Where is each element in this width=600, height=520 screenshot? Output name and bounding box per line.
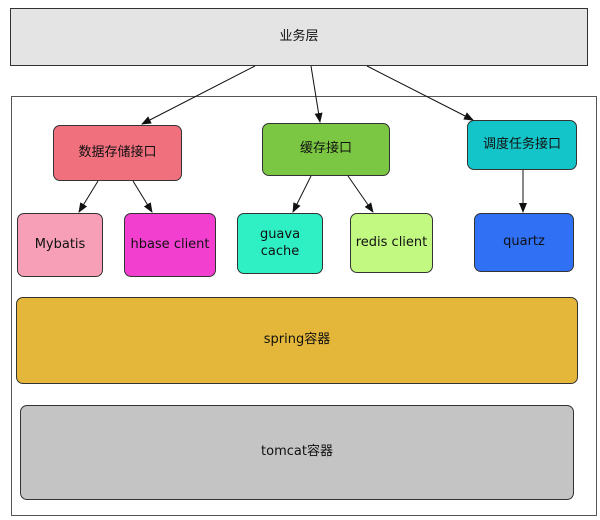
hbase-client-label: hbase client xyxy=(130,236,210,252)
quartz-box: quartz xyxy=(474,213,574,272)
business-layer-label: 业务层 xyxy=(279,28,319,44)
redis-client-label: redis client xyxy=(355,234,428,250)
mybatis-label: Mybatis xyxy=(34,236,86,252)
data-storage-interface-label: 数据存储接口 xyxy=(78,144,157,160)
guava-cache-box: guava cache xyxy=(237,213,323,274)
scheduling-interface-box: 调度任务接口 xyxy=(467,120,577,170)
data-storage-interface-box: 数据存储接口 xyxy=(53,125,182,181)
hbase-client-box: hbase client xyxy=(124,213,216,277)
cache-interface-box: 缓存接口 xyxy=(262,123,390,176)
guava-cache-label: guava cache xyxy=(259,227,301,259)
spring-container-box: spring容器 xyxy=(16,297,578,384)
architecture-frame xyxy=(11,96,597,516)
tomcat-container-label: tomcat容器 xyxy=(261,444,333,460)
business-layer-box: 业务层 xyxy=(10,8,588,66)
tomcat-container-box: tomcat容器 xyxy=(20,405,574,500)
cache-interface-label: 缓存接口 xyxy=(299,141,352,157)
spring-container-label: spring容器 xyxy=(263,332,331,348)
mybatis-box: Mybatis xyxy=(17,213,103,277)
quartz-label: quartz xyxy=(503,234,545,250)
redis-client-box: redis client xyxy=(350,213,433,273)
scheduling-interface-label: 调度任务接口 xyxy=(482,136,561,152)
